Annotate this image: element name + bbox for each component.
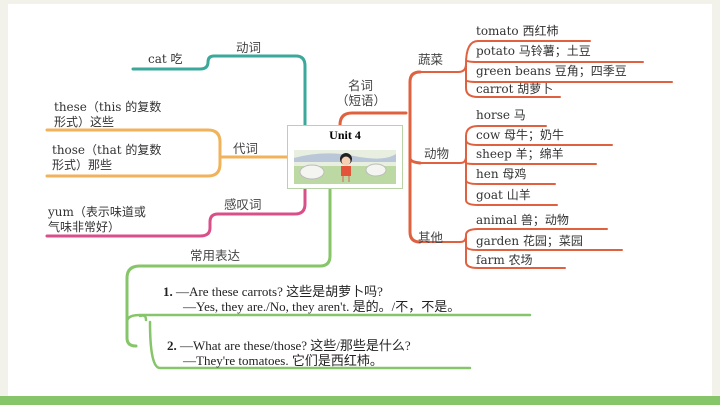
expression-1-underline <box>125 313 532 324</box>
interjection-item-yum: yum（表示味道或 气味非常好） <box>48 205 146 235</box>
noun-item: green beans 豆角；四季豆 <box>476 64 627 78</box>
slide <box>8 4 712 398</box>
center-title: Unit 4 <box>329 128 361 142</box>
girl-on-farm-illustration <box>294 150 396 184</box>
center-node: Unit 4 <box>287 125 403 189</box>
pronoun-label: 代词 <box>233 141 259 156</box>
nouns-label: 名词 <box>348 78 374 93</box>
pronoun-item-these: these（this 的复数 形式）这些 <box>54 100 161 130</box>
noun-item: potato 马铃薯；土豆 <box>476 44 591 58</box>
expressions-label: 常用表达 <box>190 248 241 263</box>
expression-1-question: —Are these carrots? 这些是胡萝卜吗? <box>176 284 383 299</box>
expression-2-underline <box>138 314 472 370</box>
expressions-connector <box>125 185 332 348</box>
nouns-connector <box>338 111 408 127</box>
verb-label: 动词 <box>236 40 262 55</box>
animals-bracket <box>419 125 613 206</box>
expression-2-question: —What are these/those? 这些/那些是什么? <box>180 338 411 353</box>
expression-2: 2. —What are these/those? 这些/那些是什么? —The… <box>167 338 411 368</box>
yum-line2: 气味非常好） <box>48 220 121 234</box>
interjection-label: 感叹词 <box>224 197 262 212</box>
noun-item: hen 母鸡 <box>476 167 527 181</box>
expression-1-number: 1. <box>163 284 173 299</box>
group-animals-label: 动物 <box>424 146 450 161</box>
noun-item: garden 花园；菜园 <box>476 234 583 248</box>
expression-2-answer: —They're tomatoes. 它们是西红柿。 <box>183 353 383 368</box>
noun-item: animal 兽；动物 <box>476 213 569 227</box>
noun-item: goat 山羊 <box>476 188 531 202</box>
interjection-connector <box>45 185 307 238</box>
group-vegetables-label: 蔬菜 <box>418 52 444 67</box>
other-bracket <box>419 228 623 269</box>
noun-item: sheep 羊；绵羊 <box>476 147 564 161</box>
pronoun-these-line1: these（this 的复数 <box>54 100 162 114</box>
expression-2-number: 2. <box>167 338 177 353</box>
expression-1-answer: —Yes, they are./No, they aren't. 是的。/不，不… <box>183 299 461 314</box>
expression-1: 1. —Are these carrots? 这些是胡萝卜吗? —Yes, th… <box>163 284 460 314</box>
pronoun-these-line2: 形式）这些 <box>54 115 115 129</box>
noun-item: horse 马 <box>476 108 526 122</box>
verb-item: cat 吃 <box>148 52 183 66</box>
pronoun-item-those: those（that 的复数 形式）那些 <box>52 143 161 173</box>
noun-item: farm 农场 <box>476 253 533 267</box>
group-other-label: 其他 <box>418 230 444 245</box>
verb-connector <box>131 54 307 127</box>
vegetables-bracket <box>419 40 673 98</box>
pronoun-connector <box>45 128 289 178</box>
noun-item: cow 母牛；奶牛 <box>476 128 565 142</box>
pronoun-those-line2: 形式）那些 <box>52 158 113 172</box>
pronoun-those-line1: those（that 的复数 <box>52 143 162 157</box>
nouns-sublabel: （短语） <box>336 93 387 108</box>
footer-bar <box>0 396 720 405</box>
noun-item: tomato 西红柿 <box>476 24 559 38</box>
yum-line1: yum（表示味道或 <box>48 205 146 219</box>
nouns-trunk <box>408 70 422 244</box>
noun-item: carrot 胡萝卜 <box>476 82 554 96</box>
